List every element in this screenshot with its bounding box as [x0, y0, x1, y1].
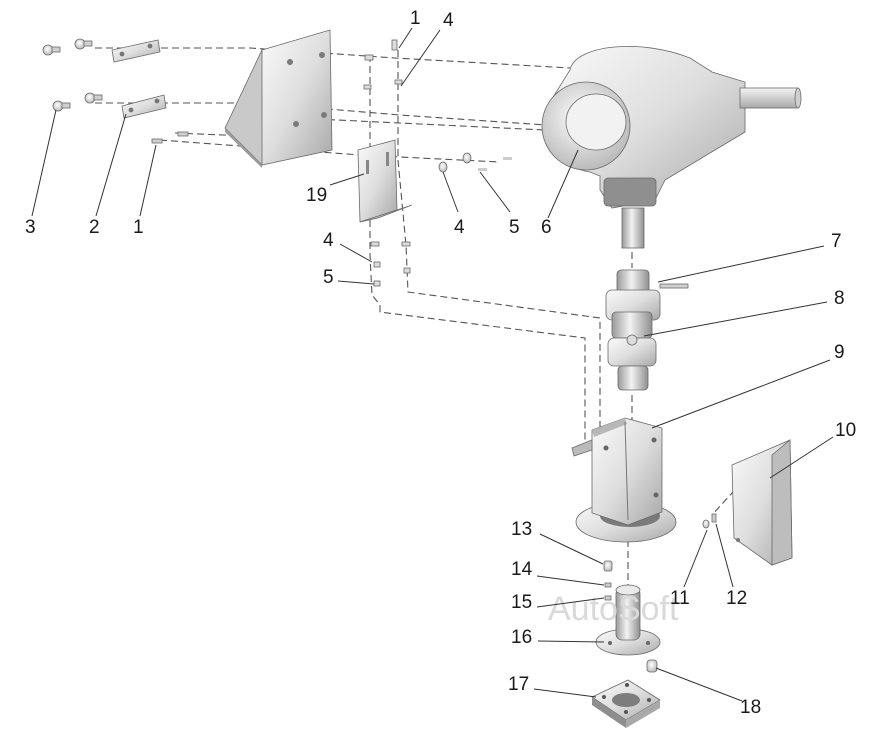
callout-1-left: 1 — [133, 217, 144, 238]
callout-15: 15 — [511, 592, 532, 613]
bolt-icon — [52, 100, 71, 112]
universal-joint-8 — [605, 269, 661, 391]
callout-3: 3 — [25, 217, 36, 238]
base-plate-17 — [591, 679, 661, 728]
callout-11: 11 — [670, 588, 690, 609]
callout-9: 9 — [834, 342, 845, 363]
callout-1-top: 1 — [410, 8, 421, 29]
bracket-19 — [357, 139, 413, 223]
callout-14: 14 — [511, 559, 533, 580]
callout-7: 7 — [831, 231, 842, 252]
callouts: 1 4 3 2 1 19 4 5 6 4 5 7 8 9 10 11 12 13… — [25, 8, 856, 718]
callout-4-low: 4 — [454, 217, 465, 238]
watermark: AutoSoft — [548, 590, 679, 628]
bolt-icon — [42, 44, 61, 56]
shaft-flange-16 — [595, 584, 661, 656]
pin-7 — [659, 283, 689, 289]
callout-4-mid: 4 — [323, 230, 334, 251]
bottom-fasteners-13-15 — [603, 560, 613, 601]
callout-16: 16 — [511, 627, 532, 648]
cover-10 — [731, 439, 793, 566]
steering-gearbox-6 — [541, 45, 802, 249]
bolt-icon — [74, 38, 93, 50]
small-fasteners — [363, 39, 512, 287]
callout-8: 8 — [834, 288, 845, 309]
callout-10: 10 — [835, 420, 856, 441]
callout-5-mid: 5 — [323, 267, 334, 288]
callout-19: 19 — [306, 185, 327, 206]
mounting-bracket — [224, 29, 333, 168]
callout-5-low: 5 — [509, 217, 520, 238]
callout-6: 6 — [541, 217, 552, 238]
leader-lines — [31, 27, 834, 702]
column-support-9 — [571, 417, 677, 543]
callout-17: 17 — [508, 674, 529, 695]
bolts-3 — [42, 38, 103, 112]
callout-4-top: 4 — [443, 10, 454, 31]
callout-13: 13 — [511, 519, 532, 540]
bolt-18 — [646, 659, 658, 673]
fasteners-11-12 — [702, 513, 717, 529]
callout-12: 12 — [726, 588, 747, 609]
screws-1-left — [151, 131, 189, 144]
callout-2: 2 — [89, 217, 100, 238]
plates-2 — [111, 39, 167, 119]
callout-18: 18 — [740, 697, 761, 718]
bolt-icon — [84, 92, 103, 104]
